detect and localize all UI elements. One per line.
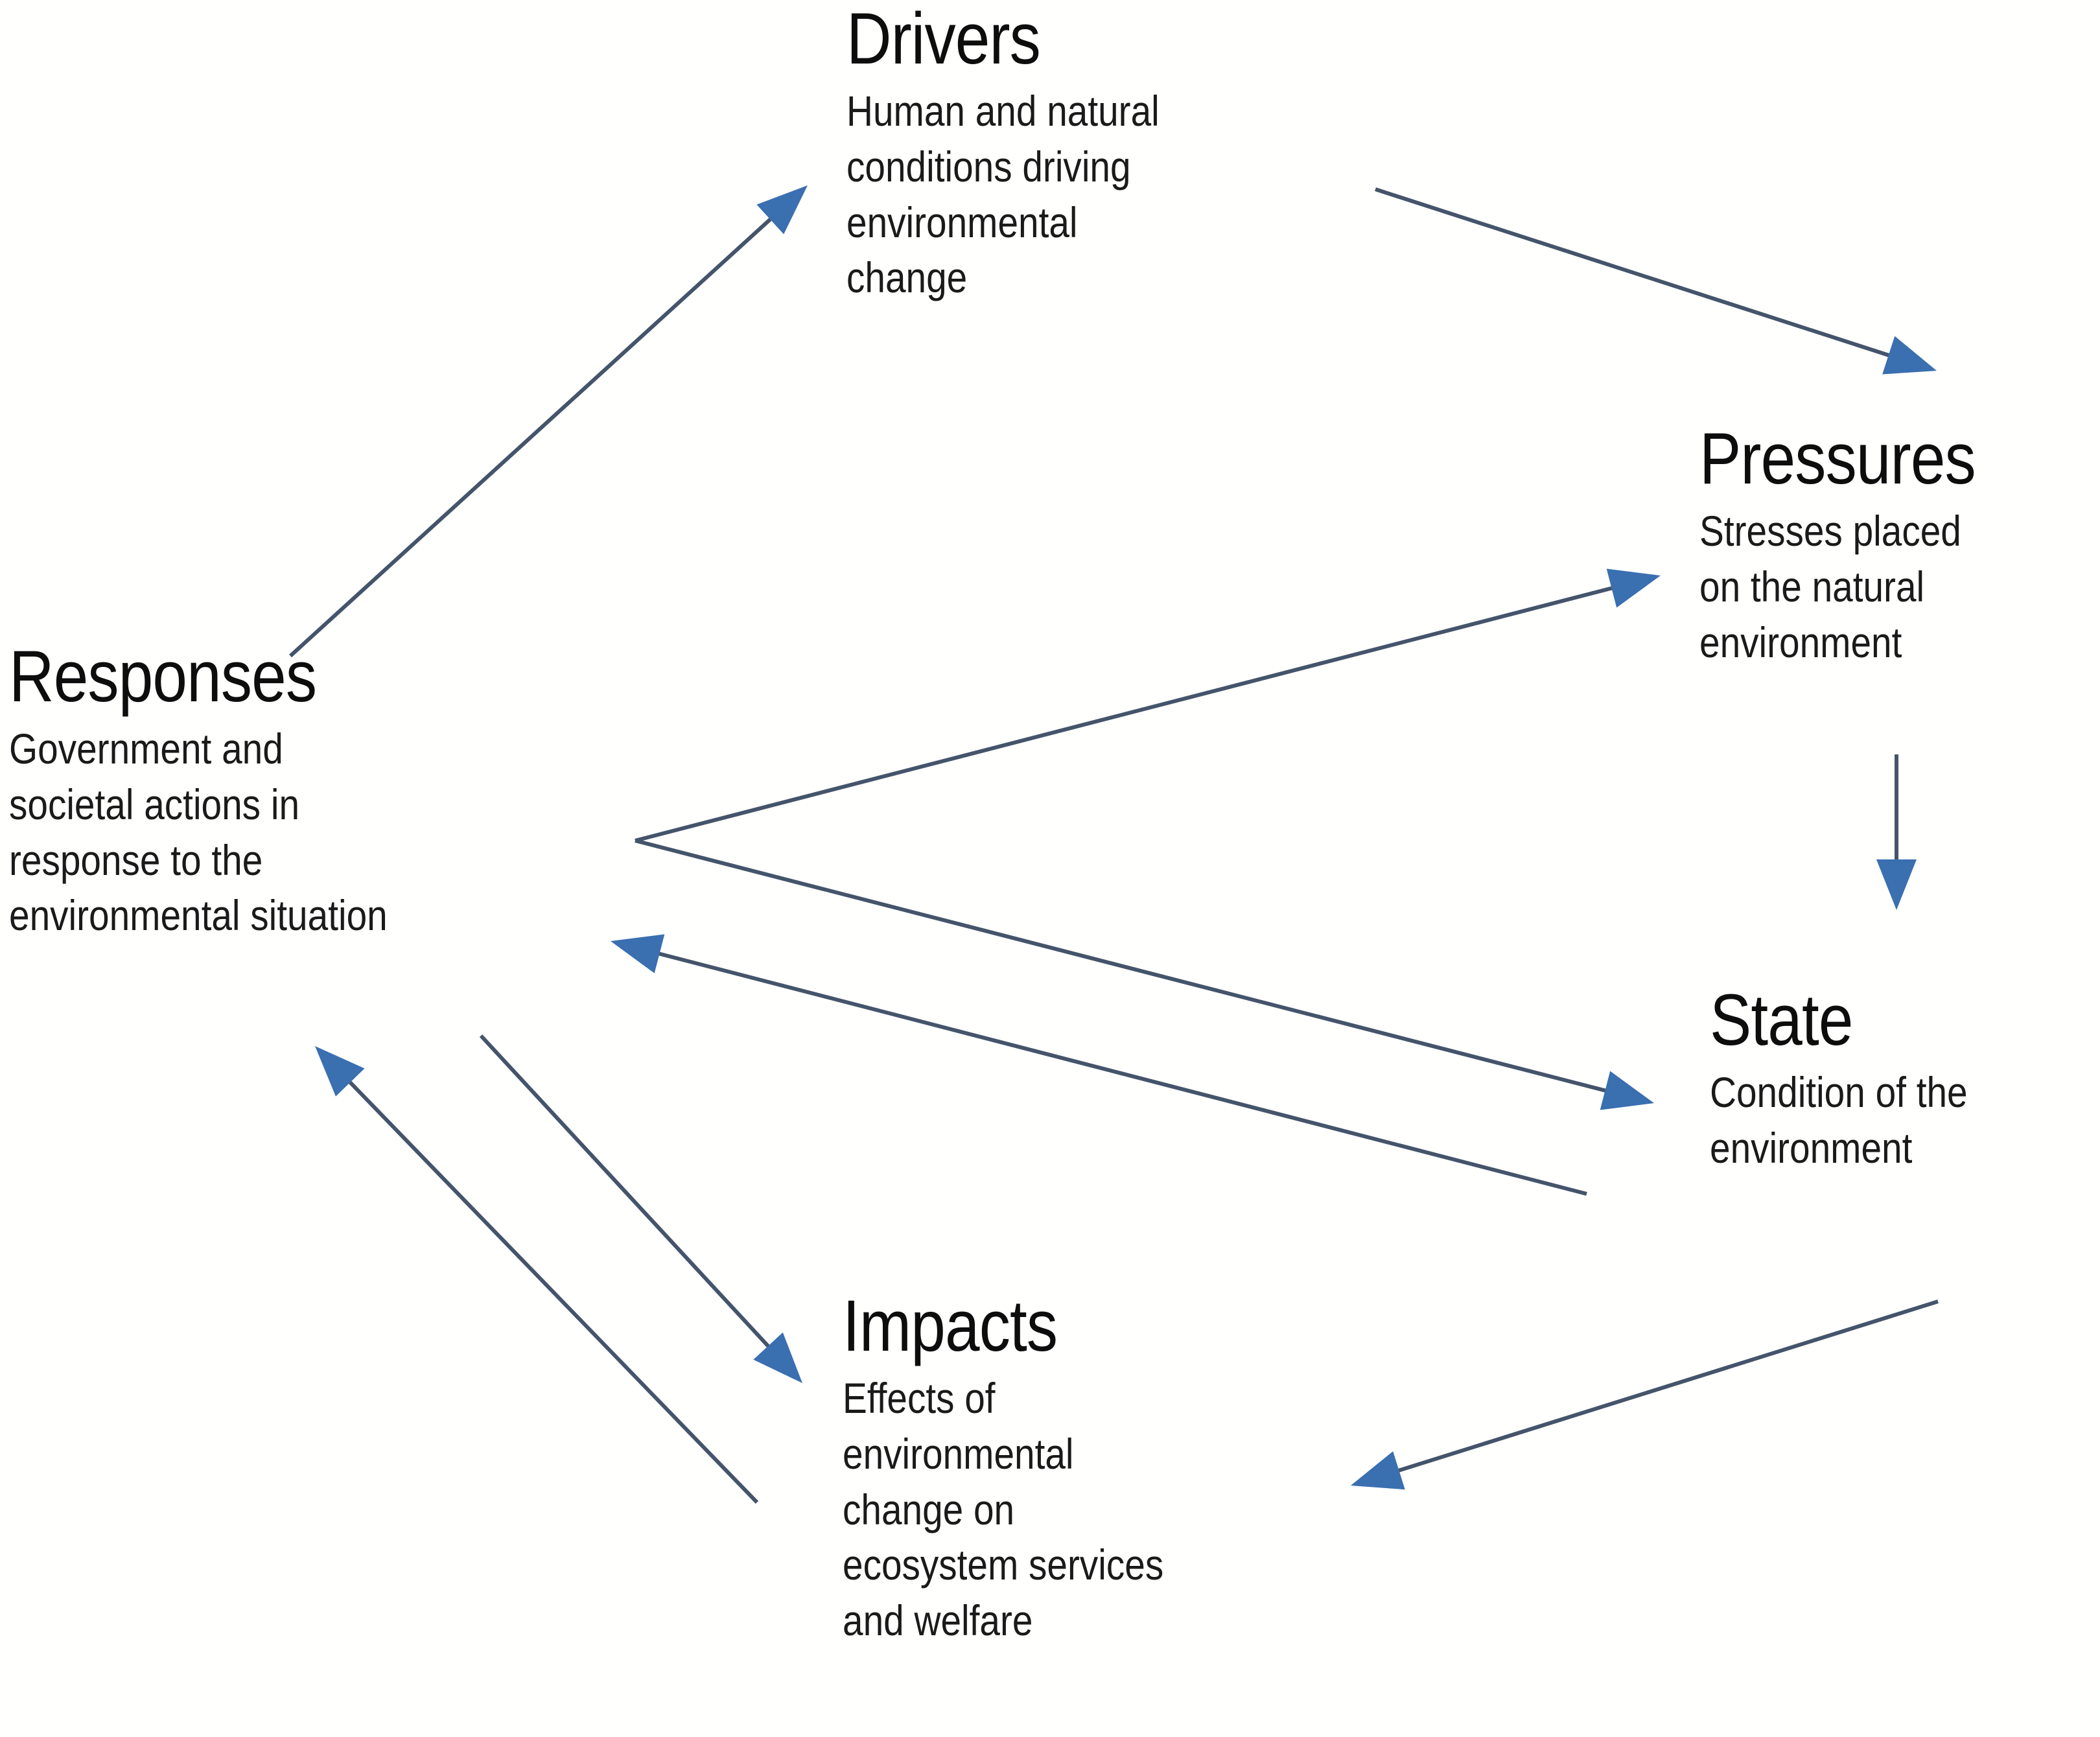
arrow-responses-to-state [635, 839, 1654, 1110]
arrow-shaft [635, 583, 1622, 843]
description-line: environment [1699, 618, 1902, 666]
arrow-impacts-to-responses [315, 1046, 759, 1504]
node-responses: Responses Government and societal actions… [9, 636, 631, 944]
arrow-shaft [649, 949, 1587, 1196]
arrowhead [1606, 568, 1661, 608]
arrowhead [1876, 859, 1917, 910]
node-state: State Condition of the environment [1710, 981, 2100, 1176]
arrowhead [756, 185, 808, 235]
arrow-drivers-to-pressures [1375, 187, 1937, 375]
arrow-pressures-to-state [1876, 754, 1917, 910]
description-line: environment [1710, 1123, 1913, 1172]
description-line: change [846, 253, 968, 302]
arrow-responses-to-drivers [288, 185, 808, 658]
node-pressures-title: Pressures [1699, 418, 1976, 499]
node-impacts-description: Effects of environmental change on ecosyste… [843, 1371, 1266, 1649]
arrow-responses-to-impacts [479, 1034, 802, 1383]
description-line: ecosystem services [843, 1541, 1164, 1589]
arrowhead [1600, 1071, 1654, 1110]
arrow-shaft [635, 839, 1616, 1095]
node-state-description: Condition of the environment [1710, 1065, 2055, 1176]
arrow-shaft [1375, 187, 1899, 360]
arrow-shaft [1388, 1300, 1939, 1476]
description-line: Human and natural [846, 86, 1160, 135]
node-impacts-title: Impacts [843, 1285, 1058, 1366]
node-responses-description: Government and societal actions in respons… [9, 721, 544, 944]
node-state-title: State [1710, 979, 1853, 1060]
arrowhead [315, 1046, 365, 1097]
description-line: change on [843, 1485, 1015, 1533]
description-line: on the natural [1699, 562, 1925, 611]
arrow-state-to-responses [611, 934, 1587, 1196]
arrowhead [1351, 1451, 1405, 1490]
description-line: environmental [843, 1429, 1074, 1478]
arrowhead [753, 1332, 802, 1383]
arrowhead [1882, 336, 1937, 375]
description-line: environmental situation [9, 891, 388, 940]
description-line: Government and [9, 724, 283, 773]
description-line: and welfare [843, 1596, 1033, 1645]
description-line: Condition of the [1710, 1067, 1968, 1116]
node-impacts: Impacts Effects of environmental change on… [843, 1287, 1335, 1649]
node-responses-title: Responses [9, 636, 317, 717]
node-pressures: Pressures Stresses placed on the natural e… [1699, 418, 2100, 670]
description-line: Effects of [843, 1373, 996, 1422]
description-line: societal actions in [9, 780, 300, 828]
node-drivers-description: Human and natural conditions driving envir… [846, 84, 1348, 306]
node-drivers: Drivers Human and natural conditions driv… [846, 0, 1430, 306]
arrow-shaft [288, 211, 779, 658]
description-line: response to the [9, 835, 263, 884]
description-line: conditions driving [846, 142, 1131, 191]
arrow-shaft [342, 1073, 759, 1504]
arrow-responses-to-pressures [635, 568, 1661, 843]
description-line: environmental [846, 198, 1078, 246]
description-line: Stresses placed [1699, 506, 1961, 555]
node-pressures-description: Stresses placed on the natural environment [1699, 504, 2056, 670]
arrow-state-to-impacts [1351, 1300, 1939, 1490]
node-drivers-title: Drivers [846, 0, 1041, 79]
arrow-shaft [479, 1034, 776, 1355]
